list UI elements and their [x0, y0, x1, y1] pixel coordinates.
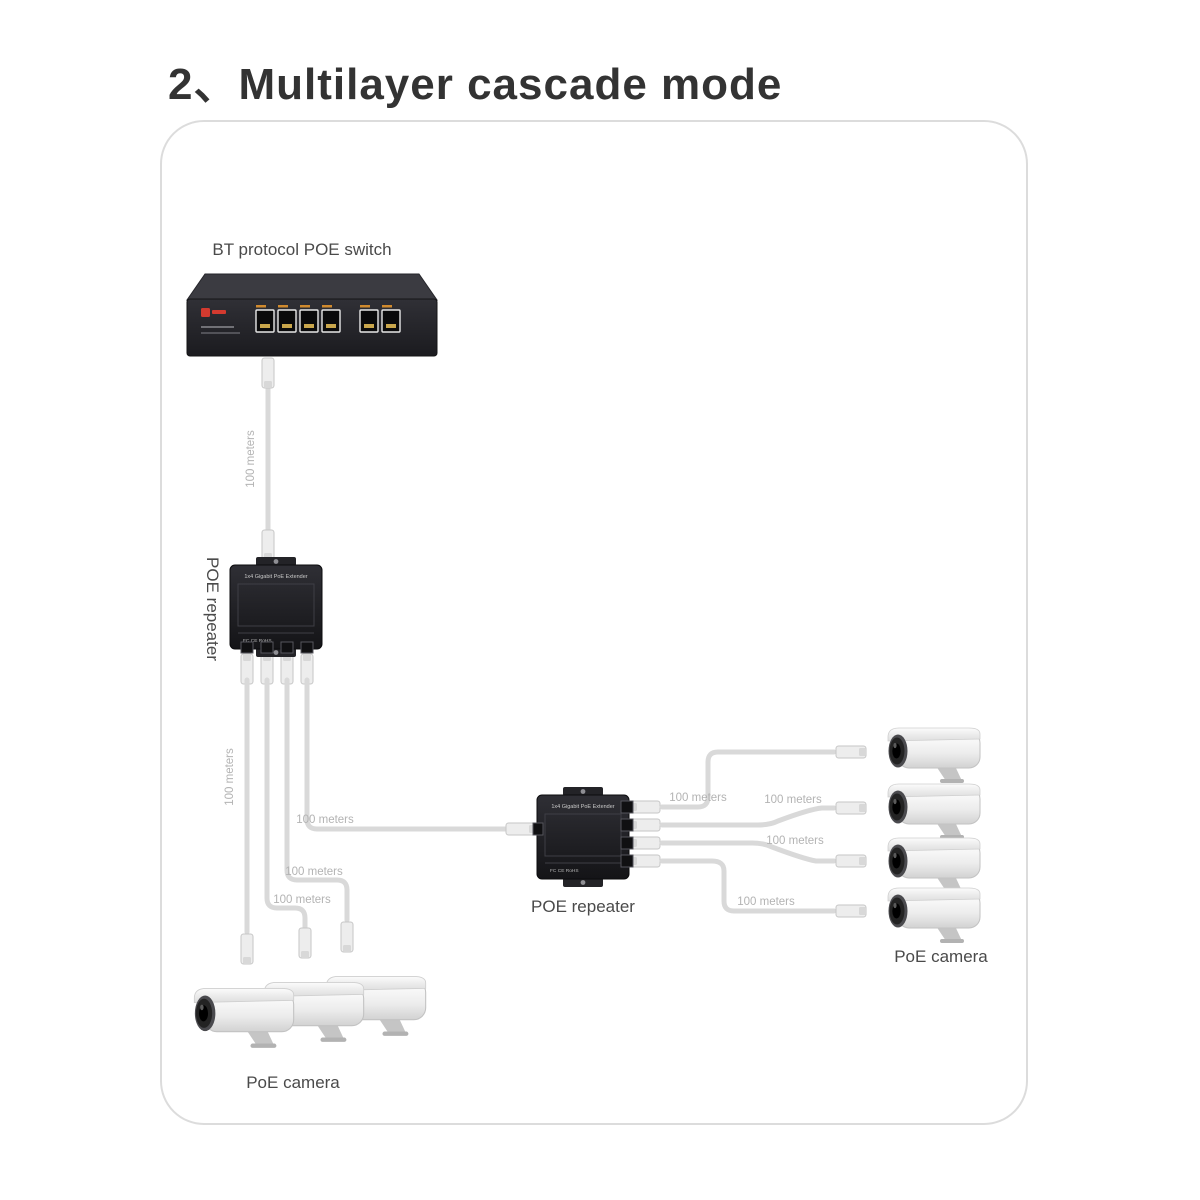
rj45-plug: [835, 854, 867, 868]
cable-length-label: 100 meters: [285, 866, 343, 878]
rj45-plug: [261, 357, 275, 389]
poe-camera: [887, 783, 981, 840]
repeater1-label: POE repeater: [203, 557, 222, 661]
cable-group: [240, 357, 867, 965]
cable-length-label: 100 meters: [296, 814, 354, 826]
ethernet-cable-repeater1-to-repeater2: [304, 677, 509, 832]
ethernet-cable-right-cam1: [659, 749, 837, 810]
rj45-port: [321, 309, 341, 333]
diagram-frame: 1x4 Gigabit PoE Extender FC CE RoHS: [160, 120, 1028, 1125]
ethernet-cable-right-cam4: [659, 858, 837, 914]
cable-length-labels: 100 meters 100 meters 100 meters 100 met…: [224, 430, 824, 908]
cable-length-label: 100 meters: [737, 896, 795, 908]
rj45-port: [299, 309, 319, 333]
rj45-plug: [505, 822, 537, 836]
switch-ports: [255, 305, 401, 333]
poe-camera: [887, 887, 981, 944]
rj45-port: [359, 309, 379, 333]
cable-length-label: 100 meters: [245, 430, 257, 488]
cable-length-label: 100 meters: [764, 794, 822, 806]
rj45-port: [255, 309, 275, 333]
repeater2-label: POE repeater: [531, 897, 635, 916]
cameras-right-label: PoE camera: [894, 947, 988, 966]
cable-length-label: 100 meters: [273, 894, 331, 906]
cameras-left-label: PoE camera: [246, 1073, 340, 1092]
rj45-plug: [629, 800, 661, 814]
rj45-plug: [261, 529, 275, 561]
camera-group-right: [887, 727, 981, 944]
brand-logo: [201, 308, 226, 317]
diagram-canvas: 1x4 Gigabit PoE Extender FC CE RoHS: [186, 240, 988, 1092]
camera-group-left: [193, 975, 427, 1049]
rj45-port: [277, 309, 297, 333]
poe-camera: [887, 727, 981, 784]
cable-length-label: 100 meters: [224, 748, 236, 806]
ethernet-cable-right-cam2: [659, 805, 837, 828]
rj45-plug: [629, 854, 661, 868]
poe-camera: [193, 987, 295, 1049]
ethernet-cable-left-cam3: [284, 677, 350, 923]
page-title: 2、Multilayer cascade mode: [168, 60, 783, 109]
rj45-plug: [835, 904, 867, 918]
rj45-plug: [835, 801, 867, 815]
switch-label: BT protocol POE switch: [212, 240, 391, 259]
repeater1-ports: [240, 641, 314, 654]
cable-length-label: 100 meters: [669, 792, 727, 804]
repeater2-ports: [532, 800, 634, 868]
poe-camera: [887, 837, 981, 894]
poe-repeater-2-device: [536, 786, 630, 888]
rj45-plug: [340, 921, 354, 953]
ethernet-cable-right-cam3: [659, 840, 837, 864]
rj45-plug: [629, 836, 661, 850]
cable-length-label: 100 meters: [766, 835, 824, 847]
rj45-port: [381, 309, 401, 333]
poe-switch-device: [186, 273, 438, 357]
rj45-plug: [240, 933, 254, 965]
rj45-plug: [298, 927, 312, 959]
rj45-plug: [835, 745, 867, 759]
rj45-plug: [629, 818, 661, 832]
ethernet-cable-left-cam2: [264, 677, 308, 931]
